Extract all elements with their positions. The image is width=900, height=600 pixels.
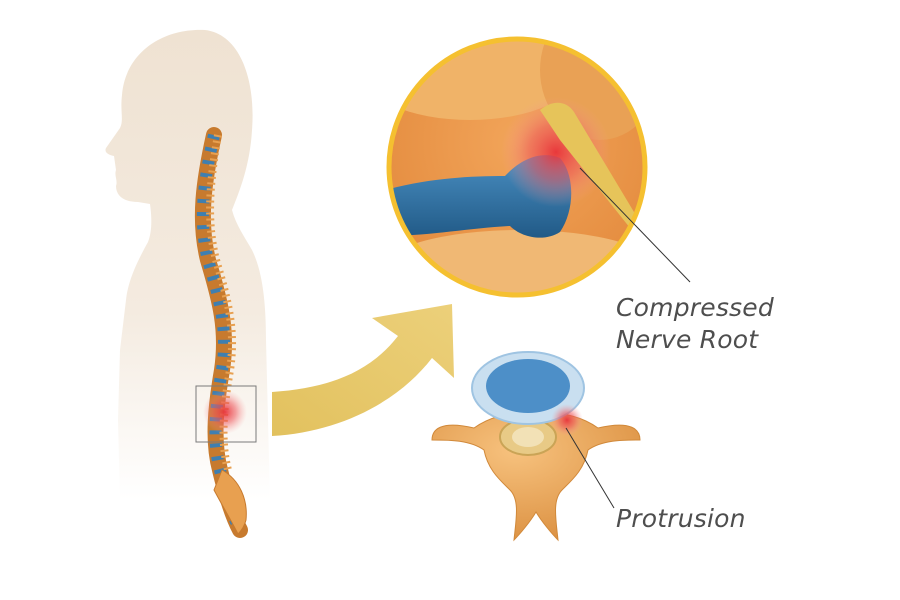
vertebra-cross-section-icon: [432, 352, 640, 540]
magnified-nerve-view-icon: [360, 0, 660, 310]
nerve-label-line-1: Compressed: [616, 292, 774, 324]
protrusion-label: Protrusion: [616, 503, 746, 535]
nerve-label-line-2: Nerve Root: [616, 324, 774, 356]
curved-arrow-icon: [272, 304, 454, 436]
human-silhouette-icon: [105, 30, 270, 500]
compressed-nerve-root-label: Compressed Nerve Root: [616, 292, 774, 356]
